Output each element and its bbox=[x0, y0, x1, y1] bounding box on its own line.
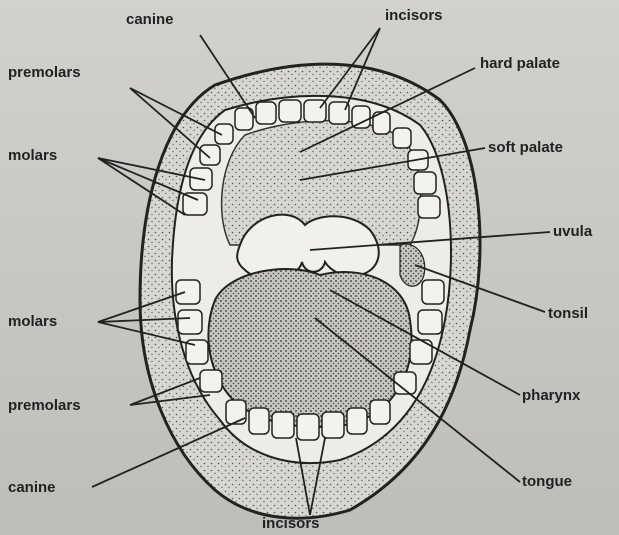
label-tonsil: tonsil bbox=[548, 305, 588, 322]
label-soft-palate: soft palate bbox=[488, 139, 563, 156]
label-canine-bottom: canine bbox=[8, 479, 56, 496]
label-canine-top: canine bbox=[126, 11, 174, 28]
label-pharynx: pharynx bbox=[522, 387, 581, 404]
label-incisors-top: incisors bbox=[385, 7, 443, 24]
label-molars-top: molars bbox=[8, 147, 57, 164]
label-premolars-top: premolars bbox=[8, 64, 81, 81]
label-hard-palate: hard palate bbox=[480, 55, 560, 72]
label-incisors-bottom: incisors bbox=[262, 515, 320, 532]
label-premolars-bottom: premolars bbox=[8, 397, 81, 414]
label-molars-bottom: molars bbox=[8, 313, 57, 330]
label-tongue: tongue bbox=[522, 473, 572, 490]
label-uvula: uvula bbox=[553, 223, 593, 240]
